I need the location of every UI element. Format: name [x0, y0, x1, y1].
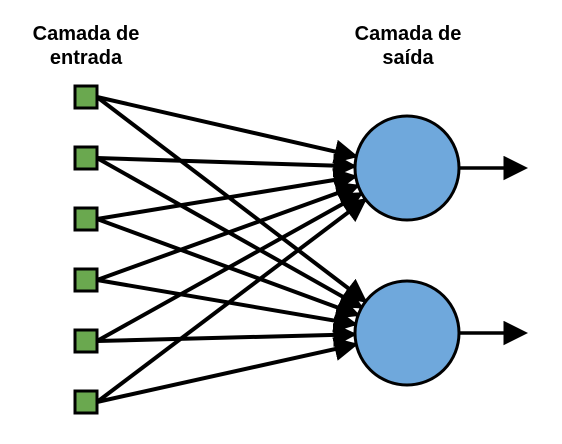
output-node-2: [353, 279, 461, 387]
input-node-5: [73, 328, 99, 354]
input-layer-title-line2: entrada: [49, 47, 123, 69]
output-layer-title: Camada de saída: [338, 22, 478, 70]
input-nodes: [73, 84, 99, 415]
input-node-4: [73, 267, 99, 293]
edge-input-6-to-output-2: [96, 337, 359, 404]
edge-input-4-to-output-2: [96, 278, 358, 333]
input-layer-title-line1: Camada de: [32, 23, 140, 45]
output-layer-title-line2: saída: [382, 47, 434, 69]
edge-input-6-to-output-1: [95, 198, 368, 404]
edge-input-5-to-output-2: [96, 322, 358, 347]
edge-input-5-to-output-1: [96, 192, 364, 343]
edge-input-3-to-output-1: [96, 168, 358, 221]
input-layer-title: Camada de entrada: [16, 22, 156, 70]
edge-input-1-to-output-1: [96, 95, 359, 164]
edge-input-4-to-output-1: [96, 181, 361, 282]
output-layer-title-line1: Camada de: [354, 23, 462, 45]
input-node-6: [73, 389, 99, 415]
edge-input-2-to-output-1: [96, 153, 358, 178]
output-arrows: [459, 155, 528, 346]
input-node-2: [73, 145, 99, 171]
connection-edges: [95, 95, 368, 404]
input-node-3: [73, 206, 99, 232]
input-node-1: [73, 84, 99, 110]
output-node-1: [353, 114, 461, 222]
output-nodes: [353, 114, 461, 387]
